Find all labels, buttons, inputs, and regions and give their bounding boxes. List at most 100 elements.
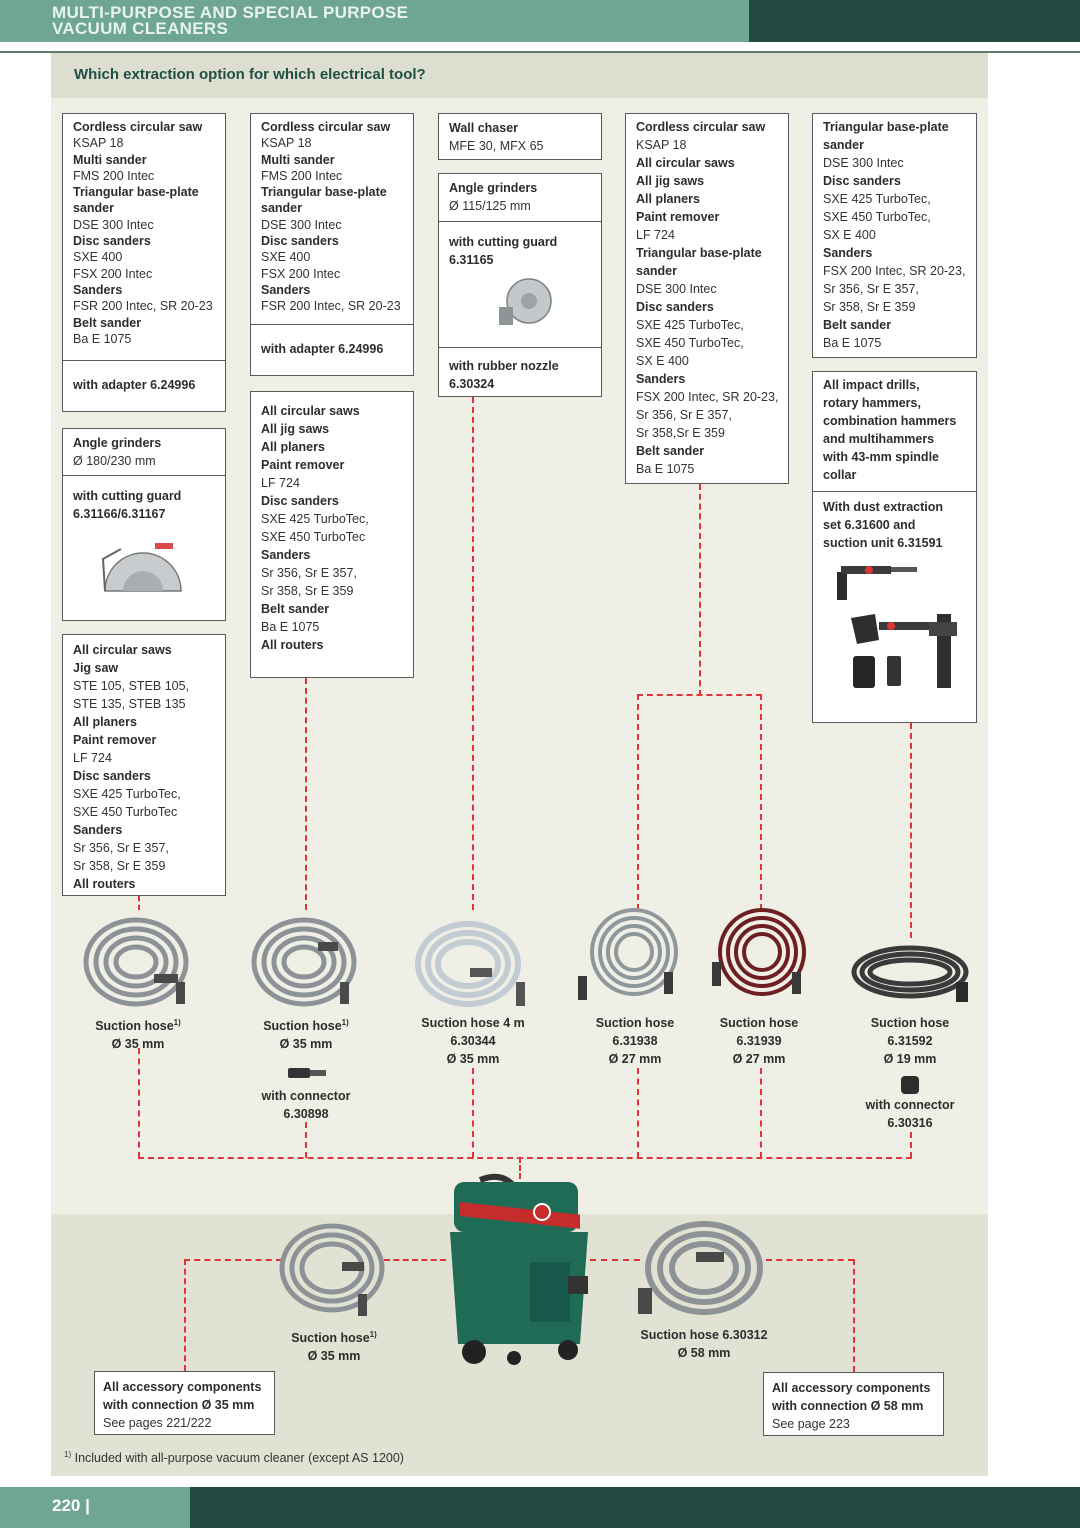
connector-6.30898-image [288,1068,326,1078]
tool-line: sander [636,264,677,278]
connector-line [637,694,762,696]
tool-line: Jig saw [73,661,119,675]
tool-line: FSX 200 Intec, SR 20-23, [823,264,966,278]
tool-line: STE 105, STEB 105, [73,679,190,693]
hose-name: Suction hose 4 m [421,1016,525,1030]
hose-label: Suction hose 4 m 6.30344 Ø 35 mm [410,1014,536,1068]
tool-line: DSE 300 Intec [636,282,717,296]
tool-line: Sr 358, Sr E 359 [73,859,166,873]
footnote: 1) Included with all-purpose vacuum clea… [64,1450,404,1465]
dust-extraction-section: With dust extraction set 6.31600 and suc… [813,492,976,716]
header-title-line1: MULTI-PURPOSE AND SPECIAL PURPOSE [52,3,409,22]
page-number: 220 | [52,1496,90,1515]
accessory-box-58mm: All accessory components with connection… [763,1372,944,1436]
tool-list: Wall chaser MFE 30, MFX 65 [439,114,601,160]
tool-list: Cordless circular saw KSAP 18 Multi sand… [251,114,413,325]
tool-line: SXE 425 TurboTec, [73,787,181,801]
connector-6.30316-image [901,1076,919,1094]
tool-line: FSX 200 Intec [261,266,341,281]
connector-code: 6.30898 [283,1107,329,1121]
tool-line: Belt sander [73,315,142,330]
tool-line: Paint remover [636,210,720,224]
hose-label: Suction hose 6.31939 Ø 27 mm [704,1014,814,1068]
accessory-box-35mm: All accessory components with connection… [94,1371,275,1435]
footnote-marker: 1) [64,1450,72,1459]
tool-line: Disc sanders [73,769,151,783]
tool-line: Ba E 1075 [823,336,882,350]
panel-title-band [51,53,988,98]
tool-line: All routers [73,877,136,891]
tool-list: Cordless circular saw KSAP 18 Multi sand… [63,114,225,361]
panel-title: Which extraction option for which electr… [74,66,426,83]
connector-line [138,896,140,910]
cutting-guard-image [101,543,182,592]
footnote-text: Included with all-purpose vacuum cleaner… [74,1451,404,1466]
header-title-line2: VACUUM CLEANERS [52,19,229,38]
tool-line: rotary hammers, [823,396,921,410]
hose-code: 6.30344 [450,1034,496,1048]
tool-line: Triangular base-plate [73,185,199,200]
tool-line: Belt sander [261,602,330,616]
tool-line: Disc sanders [73,234,151,249]
tool-line: SXE 425 TurboTec, [823,192,931,206]
tool-line: Ba E 1075 [261,620,320,634]
suction-hose-35mm-image [279,1223,385,1316]
adapter-label: with adapter 6.24996 [73,378,196,392]
tool-line: MFE 30, MFX 65 [449,139,544,153]
vacuum-cleaner-image [450,1173,588,1365]
hose-label: Suction hose 6.30312 Ø 58 mm [624,1326,784,1362]
hose-name: Suction hose [595,1016,675,1030]
tool-line: DSE 300 Intec [73,217,154,232]
tool-line: Sr 356, Sr E 357, [823,282,919,296]
hose-label: Suction hose 6.31592 Ø 19 mm [855,1014,965,1068]
tool-line: Sanders [261,282,311,297]
tool-line: SXE 400 [261,250,311,265]
dust-line: With dust extraction [823,500,944,514]
tool-list: All circular saws All jig saws All plane… [251,392,413,659]
accessory-text: All accessory components with connection… [95,1372,274,1438]
tool-box-col1-b: Angle grinders Ø 180/230 mm with cutting… [62,428,226,621]
connector-line [472,1068,474,1158]
accessory-line: All accessory components [103,1380,262,1394]
tool-line: Angle grinders [73,436,162,450]
connector-line [699,484,701,696]
tool-line: DSE 300 Intec [261,217,342,232]
footnote-marker: 1) [341,1018,349,1027]
tool-line: Ba E 1075 [73,331,132,346]
tool-box-col2-b: All circular saws All jig saws All plane… [250,391,414,678]
tool-line: KSAP 18 [636,138,687,152]
hose-code: 6.31938 [612,1034,658,1048]
tool-line: combination hammers [823,414,957,428]
tool-line: Wall chaser [449,121,519,135]
connector-line [910,1132,912,1158]
tool-line: SXE 425 TurboTec, [636,318,744,332]
connector-line [910,723,912,938]
hose-label: Suction hose1) Ø 35 mm [78,1014,198,1053]
suction-hose-6.30312-image [638,1221,763,1315]
tool-line: Ba E 1075 [636,462,695,476]
tool-box-col5-a: Triangular base-plate sander DSE 300 Int… [812,113,977,358]
hose-diameter: Ø 35 mm [446,1052,500,1066]
footnote-marker: 1) [173,1018,181,1027]
hose-name: Suction hose [719,1016,799,1030]
hose-label: Suction hose1) Ø 35 mm [274,1326,394,1365]
tool-line: FMS 200 Intec [261,168,343,183]
tool-line: Disc sanders [261,234,339,249]
connector-line [138,1157,912,1159]
guard-code: 6.31165 [449,253,494,267]
hose-name: Suction hose [870,1016,950,1030]
tool-line: with 43-mm spindle [823,450,939,464]
tool-box-col1-a: Cordless circular saw KSAP 18 Multi sand… [62,113,226,412]
connector-code: 6.30316 [887,1116,933,1130]
header-bar [0,0,749,42]
tool-box-col5-b: All impact drills, rotary hammers, combi… [812,371,977,723]
tool-line: sander [261,201,302,216]
footer-bar [0,1487,190,1528]
tool-line: SXE 400 [73,250,123,265]
tool-line: KSAP 18 [73,136,124,151]
hose-diameter: Ø 35 mm [111,1037,165,1052]
guard-label: with cutting guard [73,489,182,503]
tool-line: Disc sanders [261,494,339,508]
tool-box-col4: Cordless circular saw KSAP 18 All circul… [625,113,789,484]
page-header-title: MULTI-PURPOSE AND SPECIAL PURPOSE VACUUM… [52,3,409,38]
